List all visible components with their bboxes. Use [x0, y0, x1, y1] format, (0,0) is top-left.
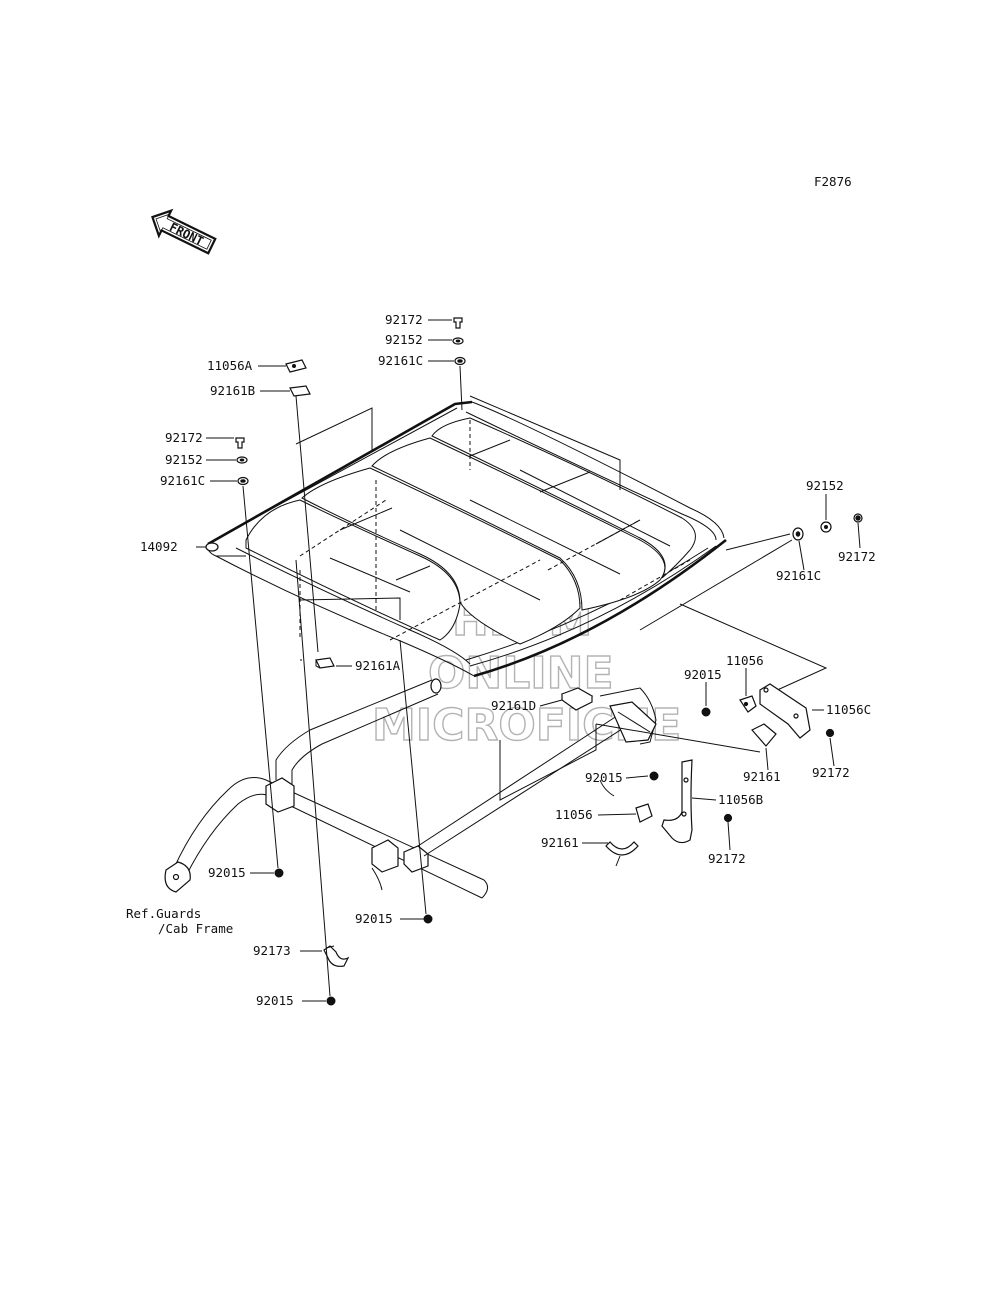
cab-frame: [164, 603, 828, 899]
callout-92152-top: 92152: [385, 332, 423, 347]
callout-11056c: 11056C: [826, 702, 871, 717]
figure-code: F2876: [814, 174, 852, 189]
callout-11056-lower: 11056: [555, 807, 593, 822]
callout-11056b: 11056B: [718, 792, 763, 807]
callout-92161b: 92161B: [210, 383, 255, 398]
callout-92161c-top: 92161C: [378, 353, 423, 368]
reference-note-line-1: Ref.Guards: [126, 906, 201, 921]
roof-panel: [205, 395, 727, 678]
callout-labels: 92172 92152 92161C 11056A 92161B 92172 9…: [140, 312, 876, 1008]
callout-92172-top: 92172: [385, 312, 423, 327]
callout-92161c-right: 92161C: [776, 568, 821, 583]
fasteners: [235, 317, 863, 1006]
callout-92015-bottom: 92015: [256, 993, 294, 1008]
callout-92015-left: 92015: [208, 865, 246, 880]
callout-92172-right: 92172: [838, 549, 876, 564]
callout-92173: 92173: [253, 943, 291, 958]
callout-92015-center: 92015: [355, 911, 393, 926]
callout-92152-right: 92152: [806, 478, 844, 493]
callout-92015-right: 92015: [684, 667, 722, 682]
watermark-line-2: ONLINE: [428, 648, 614, 699]
callout-92161c-left: 92161C: [160, 473, 205, 488]
right-brackets: [605, 683, 811, 867]
callout-92161-lower: 92161: [541, 835, 579, 850]
reference-note-line-2: /Cab Frame: [158, 921, 233, 936]
callout-92015-mid: 92015: [585, 770, 623, 785]
front-arrow: FRONT: [151, 208, 217, 255]
callout-14092: 14092: [140, 539, 178, 554]
leader-lines: [196, 319, 861, 1002]
callout-11056-upper: 11056: [726, 653, 764, 668]
callout-92161-right: 92161: [743, 769, 781, 784]
reference-note: Ref.Guards /Cab Frame: [126, 906, 233, 936]
callout-92152-left: 92152: [165, 452, 203, 467]
callout-92172-lower: 92172: [708, 851, 746, 866]
callout-92172-left: 92172: [165, 430, 203, 445]
callout-92172-bracket: 92172: [812, 765, 850, 780]
callout-11056a: 11056A: [207, 358, 253, 373]
callout-92161a: 92161A: [355, 658, 401, 673]
callout-92161d: 92161D: [491, 698, 536, 713]
